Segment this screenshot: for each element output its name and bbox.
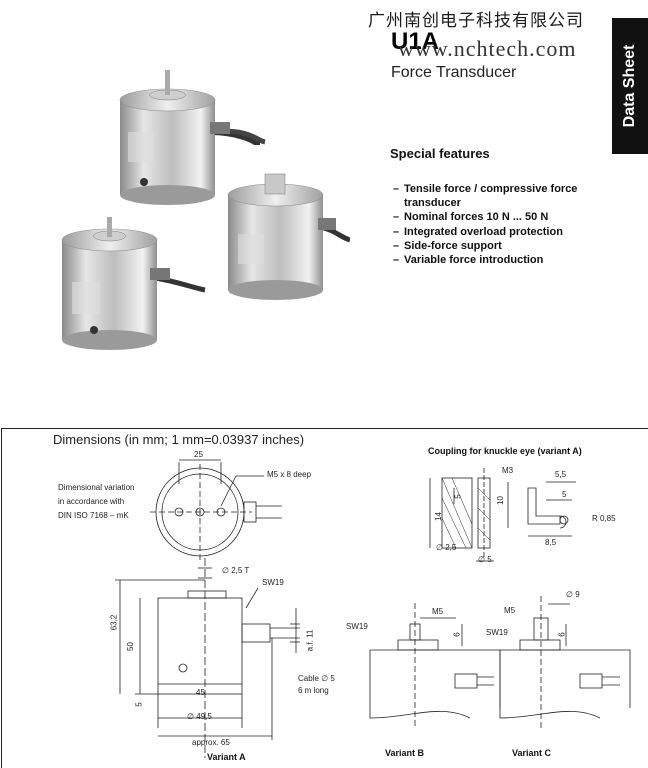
- variant-b-thread: M5: [432, 607, 444, 616]
- height-body: 50: [125, 642, 135, 651]
- technical-drawing: [115, 459, 631, 758]
- dimensions-title: Dimensions (in mm; 1 mm=0.03937 inches): [53, 432, 305, 447]
- dim-diameter: ∅ 49,5: [187, 712, 212, 721]
- variant-c-diameter: ∅ 9: [566, 590, 580, 599]
- variant-b-label: Variant B: [385, 748, 425, 758]
- flatness-value: ∅ 2,5: [222, 566, 243, 575]
- transducer-3: [61, 217, 206, 350]
- dim-45: 45: [196, 688, 205, 697]
- variant-c-thread: M5: [504, 606, 516, 615]
- coupling-title: Coupling for knuckle eye (variant A): [428, 446, 582, 456]
- data-sheet-tab: Data Sheet: [612, 18, 648, 154]
- base-height: 5: [134, 702, 144, 707]
- cable-label-2: 6 m long: [298, 686, 329, 695]
- company-name: 广州南创电子科技有限公司: [368, 11, 584, 31]
- coupling-55: 5,5: [555, 470, 567, 479]
- variant-b-height: 6: [452, 632, 462, 637]
- drawings-frame: [1, 428, 648, 768]
- thread-label: M5 x 8 deep: [267, 470, 312, 479]
- variant-b-drawing: [369, 603, 501, 728]
- cable-label-1: Cable ∅ 5: [298, 674, 335, 683]
- variant-c-label: Variant C: [512, 748, 552, 758]
- height-total: 63,2: [109, 614, 119, 631]
- dim-approx: approx. 65: [192, 738, 230, 747]
- flatness-label: ∅ 2,5 T: [222, 566, 249, 575]
- features-list: Tensile force / compressive force transd…: [393, 182, 608, 267]
- special-features-title: Special features: [390, 146, 490, 161]
- coupling-5: 5: [562, 490, 567, 499]
- company-url[interactable]: www.nchtech.com: [398, 36, 577, 61]
- transducer-1: [119, 70, 266, 205]
- coupling-h10: 10: [495, 496, 505, 505]
- feature-item: Variable force introduction: [393, 253, 608, 267]
- transducer-2: [227, 173, 350, 300]
- note-line: Dimensional variation: [58, 483, 135, 492]
- coupling-d25: ∅ 2,5: [436, 543, 457, 552]
- note-line: in accordance with: [58, 497, 125, 506]
- product-subtitle: Force Transducer: [391, 64, 517, 81]
- coupling-h14: 14: [433, 512, 443, 521]
- dim-25: 25: [194, 450, 203, 459]
- coupling-d5: ∅ 5: [478, 555, 492, 564]
- product-code: U1A: [391, 28, 440, 55]
- coupling-radius: R 0,85: [592, 514, 616, 523]
- note-line: DIN ISO 7168 – mK: [58, 511, 129, 520]
- variant-c-sw: SW19: [486, 628, 508, 637]
- variant-c-height: 6: [557, 632, 567, 637]
- feature-item: Side-force support: [393, 239, 608, 253]
- coupling-h5: 5: [453, 494, 463, 499]
- af-label: a.f. 11: [305, 629, 315, 652]
- sw19-label-a: SW19: [262, 578, 284, 587]
- dimension-note: Dimensional variation in accordance with…: [58, 481, 134, 523]
- top-view-drawing: [150, 459, 282, 560]
- product-photo: [61, 70, 350, 350]
- coupling-85: 8,5: [545, 538, 557, 547]
- variant-a-drawing: [115, 558, 300, 758]
- variant-c-drawing: [499, 596, 631, 728]
- flatness-mark: T: [244, 566, 250, 575]
- data-sheet-tab-label: Data Sheet: [621, 44, 638, 128]
- coupling-m3: M3: [502, 466, 514, 475]
- variant-a-label: Variant A: [207, 752, 246, 762]
- coupling-drawing: [429, 468, 576, 562]
- feature-item: Tensile force / compressive force transd…: [393, 182, 608, 210]
- feature-item: Integrated overload protection: [393, 225, 608, 239]
- variant-b-sw: SW19: [346, 622, 368, 631]
- feature-item: Nominal forces 10 N ... 50 N: [393, 210, 608, 224]
